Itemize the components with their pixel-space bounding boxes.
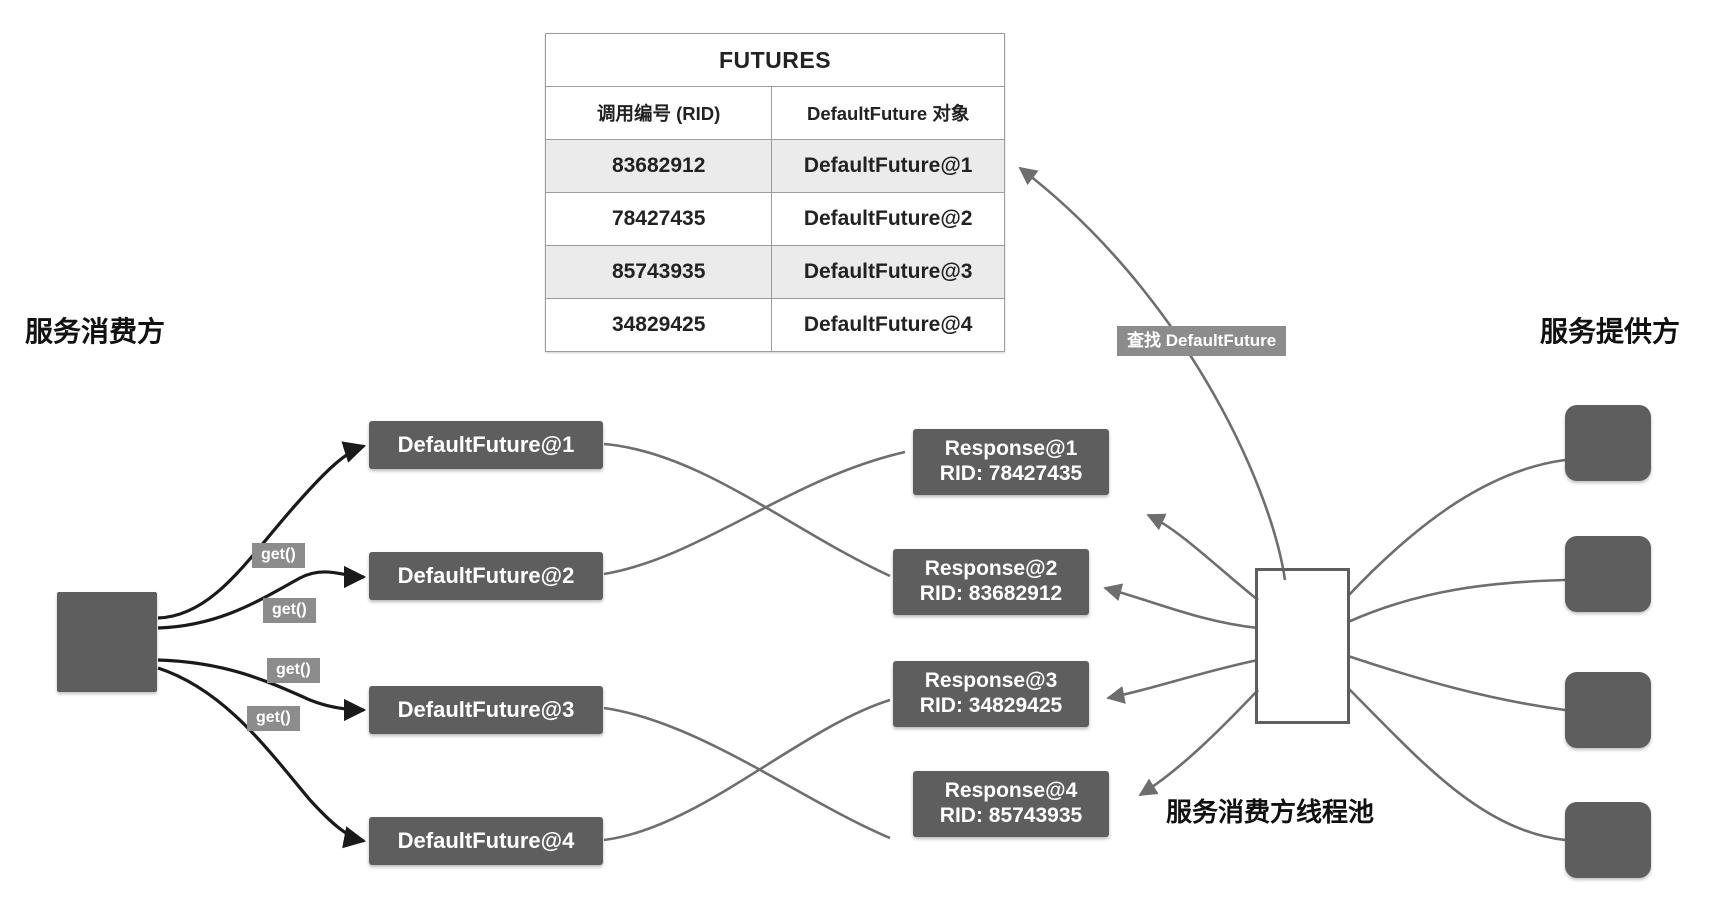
- table-row: 34829425 DefaultFuture@4: [544, 298, 1005, 352]
- futures-row-2-rid: 85743935: [544, 245, 773, 299]
- response-node-2-name: Response@2: [924, 557, 1058, 581]
- future-node-4-label: DefaultFuture@4: [397, 828, 575, 854]
- get-label-4: get(): [247, 706, 300, 731]
- future-node-2-label: DefaultFuture@2: [397, 563, 575, 589]
- provider-node-1: [1565, 405, 1651, 481]
- future-node-3-label: DefaultFuture@3: [397, 697, 575, 723]
- get-call-edges: [157, 441, 367, 849]
- thread-pool-heading: 服务消费方线程池: [1166, 797, 1375, 827]
- consumer-block: [57, 592, 157, 692]
- provider-node-4: [1565, 802, 1651, 878]
- provider-node-3: [1565, 672, 1651, 748]
- response-node-3: Response@3 RID: 34829425: [893, 661, 1089, 727]
- futures-row-1-object: DefaultFuture@2: [771, 192, 1005, 246]
- get-label-3: get(): [267, 658, 320, 683]
- thread-pool-box: [1255, 568, 1350, 724]
- consumer-heading: 服务消费方: [25, 316, 166, 347]
- future-response-edges: [603, 442, 906, 842]
- response-node-2: Response@2 RID: 83682912: [893, 549, 1089, 615]
- response-node-4-rid: RID: 85743935: [939, 804, 1083, 827]
- futures-row-1-rid: 78427435: [544, 192, 773, 246]
- futures-row-0-object: DefaultFuture@1: [771, 139, 1005, 193]
- future-node-1-label: DefaultFuture@1: [397, 432, 575, 458]
- get-label-1: get(): [252, 543, 305, 568]
- future-node-2: DefaultFuture@2: [369, 552, 603, 600]
- response-node-3-rid: RID: 34829425: [919, 694, 1063, 717]
- futures-table-title: FUTURES: [545, 33, 1005, 87]
- provider-response-edges: [1347, 458, 1566, 842]
- response-node-2-rid: RID: 83682912: [919, 582, 1063, 605]
- futures-table: FUTURES 调用编号 (RID) DefaultFuture 对象 8368…: [544, 33, 1005, 352]
- futures-row-3-object: DefaultFuture@4: [771, 298, 1005, 352]
- response-node-1-rid: RID: 78427435: [939, 462, 1083, 485]
- futures-table-header-row: 调用编号 (RID) DefaultFuture 对象: [544, 86, 1005, 140]
- future-node-3: DefaultFuture@3: [369, 686, 603, 734]
- provider-heading: 服务提供方: [1540, 316, 1681, 347]
- table-row: 85743935 DefaultFuture@3: [544, 245, 1005, 299]
- lookup-label: 查找 DefaultFuture: [1117, 326, 1287, 356]
- response-node-3-name: Response@3: [924, 669, 1058, 693]
- futures-table-title-row: FUTURES: [545, 33, 1005, 87]
- response-node-4-name: Response@4: [944, 779, 1078, 803]
- futures-row-2-object: DefaultFuture@3: [771, 245, 1005, 299]
- futures-column-rid: 调用编号 (RID): [544, 86, 773, 140]
- get-label-2: get(): [263, 598, 316, 623]
- provider-node-2: [1565, 536, 1651, 612]
- futures-row-0-rid: 83682912: [544, 139, 773, 193]
- response-node-4: Response@4 RID: 85743935: [913, 771, 1109, 837]
- lookup-edge: [1018, 166, 1287, 581]
- threadpool-dispatch-edges: [1103, 513, 1259, 797]
- response-node-1: Response@1 RID: 78427435: [913, 429, 1109, 495]
- future-node-4: DefaultFuture@4: [369, 817, 603, 865]
- table-row: 78427435 DefaultFuture@2: [544, 192, 1005, 246]
- response-node-1-name: Response@1: [944, 437, 1078, 461]
- future-node-1: DefaultFuture@1: [369, 421, 603, 469]
- futures-row-3-rid: 34829425: [544, 298, 773, 352]
- table-row: 83682912 DefaultFuture@1: [544, 139, 1005, 193]
- futures-column-object: DefaultFuture 对象: [771, 86, 1005, 140]
